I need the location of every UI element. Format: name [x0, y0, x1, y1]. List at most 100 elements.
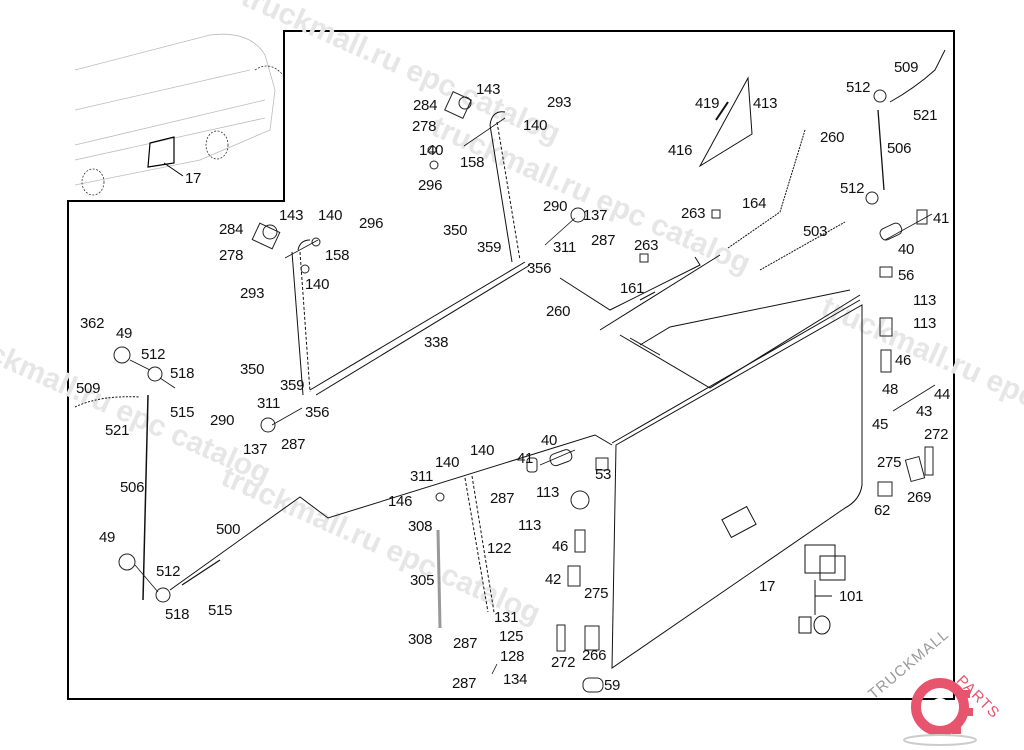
callout[interactable]: 140 — [318, 207, 343, 224]
callout[interactable]: 350 — [240, 361, 265, 378]
callout[interactable]: 269 — [907, 489, 932, 506]
callout[interactable]: 305 — [410, 572, 435, 589]
callout[interactable]: 350 — [443, 222, 468, 239]
callout[interactable]: 263 — [634, 237, 659, 254]
callout[interactable]: 46 — [552, 538, 569, 555]
callout[interactable]: 59 — [604, 677, 621, 694]
callout[interactable]: 17 — [759, 578, 776, 595]
callout[interactable]: 143 — [279, 207, 304, 224]
callout[interactable]: 137 — [583, 207, 608, 224]
callout[interactable]: 512 — [840, 180, 865, 197]
callout[interactable]: 290 — [210, 412, 235, 429]
callout[interactable]: 101 — [839, 588, 864, 605]
callout[interactable]: 311 — [257, 395, 281, 412]
callout[interactable]: 137 — [243, 441, 268, 458]
callout[interactable]: 359 — [280, 377, 305, 394]
callout[interactable]: 44 — [934, 386, 951, 403]
callout[interactable]: 515 — [208, 602, 233, 619]
callout[interactable]: 113 — [913, 315, 937, 332]
callout[interactable]: 146 — [388, 493, 413, 510]
callout[interactable]: 419 — [695, 95, 720, 112]
callout[interactable]: 263 — [681, 205, 706, 222]
callout[interactable]: 131 — [494, 609, 519, 626]
callout[interactable]: 518 — [165, 606, 190, 623]
callout[interactable]: 308 — [408, 518, 433, 535]
callout[interactable]: 287 — [281, 436, 306, 453]
callout[interactable]: 296 — [359, 215, 384, 232]
callout[interactable]: 362 — [80, 315, 105, 332]
callout[interactable]: 272 — [551, 654, 576, 671]
callout[interactable]: 53 — [595, 466, 612, 483]
callout[interactable]: 284 — [219, 221, 244, 238]
callout[interactable]: 278 — [412, 118, 437, 135]
callout[interactable]: 293 — [240, 285, 265, 302]
callout[interactable]: 41 — [517, 450, 534, 467]
callout[interactable]: 356 — [527, 260, 552, 277]
callout[interactable]: 164 — [742, 195, 767, 212]
callout[interactable]: 43 — [916, 403, 933, 420]
callout[interactable]: 359 — [477, 239, 502, 256]
callout[interactable]: 416 — [668, 142, 693, 159]
callout[interactable]: 509 — [76, 380, 101, 397]
callout[interactable]: 134 — [503, 671, 528, 688]
callout[interactable]: 284 — [413, 97, 438, 114]
callout[interactable]: 287 — [453, 635, 478, 652]
callout[interactable]: 287 — [591, 232, 616, 249]
callout[interactable]: 49 — [116, 325, 133, 342]
callout[interactable]: 158 — [325, 247, 350, 264]
callout-17-inset[interactable]: 17 — [185, 170, 202, 187]
callout[interactable]: 140 — [419, 142, 444, 159]
callout[interactable]: 506 — [120, 479, 145, 496]
callout[interactable]: 506 — [887, 140, 912, 157]
callout[interactable]: 122 — [487, 540, 512, 557]
callout[interactable]: 413 — [753, 95, 778, 112]
callout[interactable]: 296 — [418, 177, 443, 194]
callout[interactable]: 62 — [874, 502, 891, 519]
callout[interactable]: 158 — [460, 154, 485, 171]
callout[interactable]: 275 — [877, 454, 902, 471]
callout[interactable]: 40 — [898, 241, 915, 258]
callout[interactable]: 161 — [620, 280, 645, 297]
callout[interactable]: 272 — [924, 426, 949, 443]
callout[interactable]: 140 — [470, 442, 495, 459]
callout[interactable]: 518 — [170, 365, 195, 382]
callout[interactable]: 49 — [99, 529, 116, 546]
callout[interactable]: 56 — [898, 267, 915, 284]
callout[interactable]: 287 — [452, 675, 477, 692]
callout[interactable]: 113 — [536, 484, 560, 501]
callout[interactable]: 509 — [894, 59, 919, 76]
callout[interactable]: 41 — [933, 210, 950, 227]
callout[interactable]: 48 — [882, 381, 899, 398]
callout[interactable]: 46 — [895, 352, 912, 369]
callout[interactable]: 140 — [435, 454, 460, 471]
callout[interactable]: 278 — [219, 247, 244, 264]
callout[interactable]: 503 — [803, 223, 828, 240]
callout[interactable]: 42 — [545, 571, 562, 588]
callout[interactable]: 266 — [582, 647, 607, 664]
callout[interactable]: 125 — [499, 628, 524, 645]
callout[interactable]: 338 — [424, 334, 449, 351]
callout[interactable]: 512 — [141, 346, 166, 363]
callout[interactable]: 128 — [500, 648, 525, 665]
callout[interactable]: 140 — [305, 276, 330, 293]
callout[interactable]: 275 — [584, 585, 609, 602]
callout[interactable]: 356 — [305, 404, 330, 421]
callout[interactable]: 290 — [543, 198, 568, 215]
callout[interactable]: 260 — [546, 303, 571, 320]
callout[interactable]: 500 — [216, 521, 241, 538]
callout[interactable]: 521 — [105, 422, 130, 439]
callout[interactable]: 521 — [913, 107, 938, 124]
callout[interactable]: 40 — [541, 432, 558, 449]
callout[interactable]: 311 — [410, 468, 434, 485]
callout[interactable]: 512 — [846, 79, 871, 96]
callout[interactable]: 143 — [476, 81, 501, 98]
callout[interactable]: 260 — [820, 129, 845, 146]
callout[interactable]: 515 — [170, 404, 195, 421]
callout[interactable]: 113 — [518, 517, 542, 534]
callout[interactable]: 512 — [156, 563, 181, 580]
callout[interactable]: 308 — [408, 631, 433, 648]
callout[interactable]: 113 — [913, 292, 937, 309]
callout[interactable]: 140 — [523, 117, 548, 134]
callout[interactable]: 311 — [553, 239, 577, 256]
callout[interactable]: 287 — [490, 490, 515, 507]
